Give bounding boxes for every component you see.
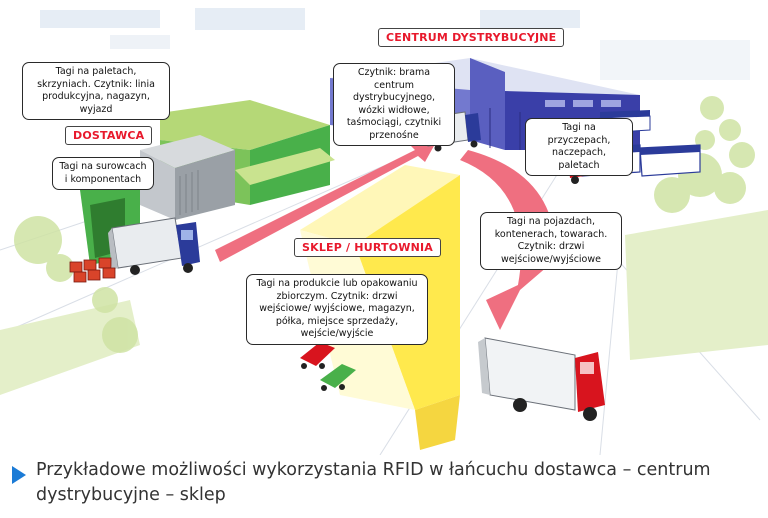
title-dostawca: DOSTAWCA — [65, 126, 153, 145]
flow-arrows — [215, 135, 556, 330]
truck-icon — [639, 144, 701, 177]
note-pojazdy: Tagi na pojazdach, kontenerach, towarach… — [480, 212, 622, 270]
car-icon — [320, 364, 356, 391]
caption-marker-icon — [12, 466, 26, 484]
right-field — [625, 210, 768, 360]
supplier-building — [80, 100, 335, 265]
arrow-center-to-shop — [460, 150, 556, 330]
arrow-supplier-to-center — [215, 135, 440, 262]
figure-caption: Przykładowe możliwości wykorzystania RFI… — [6, 458, 756, 514]
note-palety: Tagi na paletach, skrzyniach. Czytnik: l… — [22, 62, 170, 120]
note-produkty: Tagi na produkcie lub opakowaniu zbiorcz… — [246, 274, 428, 345]
truck-icon — [108, 217, 200, 275]
caption-text: Przykładowe możliwości wykorzystania RFI… — [36, 460, 711, 505]
title-centrum-dystrybucyjne: CENTRUM DYSTRYBUCYJNE — [378, 28, 565, 47]
left-field — [0, 300, 140, 395]
note-przyczepy: Tagi na przyczepach, naczepach, paletach — [525, 118, 633, 176]
note-surowce: Tagi na surowcach i komponentach — [52, 157, 154, 190]
car-icon — [300, 342, 335, 369]
background-blocks — [40, 8, 750, 80]
crate-stack-icon — [69, 257, 116, 283]
title-sklep-hurtownia: SKLEP / HURTOWNIA — [294, 238, 442, 257]
note-brama: Czytnik: brama centrum dystrybucyjnego, … — [333, 63, 455, 146]
truck-icon — [478, 337, 605, 421]
